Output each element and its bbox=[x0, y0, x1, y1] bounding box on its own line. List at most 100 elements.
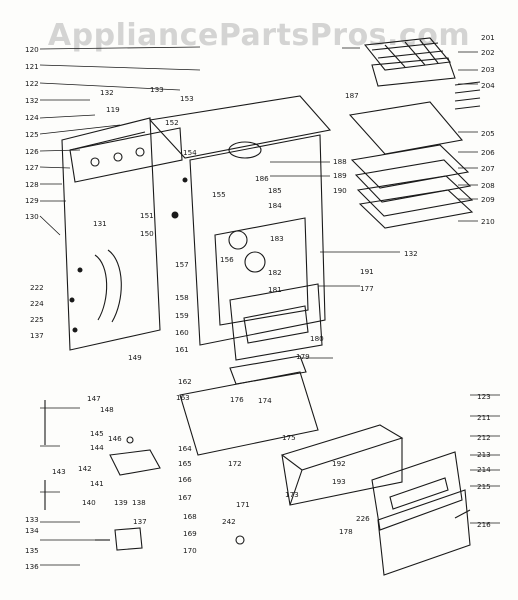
label-125: 125 bbox=[25, 130, 39, 139]
label-170: 170 bbox=[183, 546, 197, 555]
label-164: 164 bbox=[178, 444, 192, 453]
label-152: 152 bbox=[165, 118, 179, 127]
label-215: 215 bbox=[477, 482, 491, 491]
label-138: 138 bbox=[132, 498, 146, 507]
label-190: 190 bbox=[333, 186, 347, 195]
label-216: 216 bbox=[477, 520, 491, 529]
label-172: 172 bbox=[228, 459, 242, 468]
label-127: 127 bbox=[25, 163, 39, 172]
label-176: 176 bbox=[230, 395, 244, 404]
label-133-top: 133 bbox=[150, 85, 164, 94]
label-222: 222 bbox=[30, 283, 44, 292]
label-142: 142 bbox=[78, 464, 92, 473]
label-214: 214 bbox=[477, 465, 491, 474]
label-155: 155 bbox=[212, 190, 226, 199]
label-204: 204 bbox=[481, 81, 495, 90]
label-185: 185 bbox=[268, 186, 282, 195]
leader-lines bbox=[39, 46, 500, 566]
label-160: 160 bbox=[175, 328, 189, 337]
label-145: 145 bbox=[90, 429, 104, 438]
label-141: 141 bbox=[90, 479, 104, 488]
oven-racks bbox=[348, 37, 481, 229]
label-132-right: 132 bbox=[404, 249, 418, 258]
label-132: 132 bbox=[25, 96, 39, 105]
label-163: 163 bbox=[176, 393, 190, 402]
label-180: 180 bbox=[310, 334, 324, 343]
label-224: 224 bbox=[30, 299, 44, 308]
label-205: 205 bbox=[481, 129, 495, 138]
label-121: 121 bbox=[25, 62, 39, 71]
label-158: 158 bbox=[175, 293, 189, 302]
label-147: 147 bbox=[87, 394, 101, 403]
label-212: 212 bbox=[477, 433, 491, 442]
label-161: 161 bbox=[175, 345, 189, 354]
label-173: 173 bbox=[285, 490, 299, 499]
label-177: 177 bbox=[360, 284, 374, 293]
label-154: 154 bbox=[183, 148, 197, 157]
label-134: 134 bbox=[25, 526, 39, 535]
label-201: 201 bbox=[481, 33, 495, 42]
label-168: 168 bbox=[183, 512, 197, 521]
label-124: 124 bbox=[25, 113, 39, 122]
label-143: 143 bbox=[52, 467, 66, 476]
label-167: 167 bbox=[178, 493, 192, 502]
label-153: 153 bbox=[180, 94, 194, 103]
label-126: 126 bbox=[25, 147, 39, 156]
label-189: 189 bbox=[333, 171, 347, 180]
label-211: 211 bbox=[477, 413, 491, 422]
label-171: 171 bbox=[236, 500, 250, 509]
label-186: 186 bbox=[255, 174, 269, 183]
label-122: 122 bbox=[25, 79, 39, 88]
label-213: 213 bbox=[477, 450, 491, 459]
label-188: 188 bbox=[333, 157, 347, 166]
label-209: 209 bbox=[481, 195, 495, 204]
label-183: 183 bbox=[270, 234, 284, 243]
label-144: 144 bbox=[90, 443, 104, 452]
label-202: 202 bbox=[481, 48, 495, 57]
label-182: 182 bbox=[268, 268, 282, 277]
label-157: 157 bbox=[175, 260, 189, 269]
label-131: 131 bbox=[93, 219, 107, 228]
label-206: 206 bbox=[481, 148, 495, 157]
label-175: 175 bbox=[282, 433, 296, 442]
label-162: 162 bbox=[178, 377, 192, 386]
label-187: 187 bbox=[345, 91, 359, 100]
label-130: 130 bbox=[25, 212, 39, 221]
label-146: 146 bbox=[108, 434, 122, 443]
label-120: 120 bbox=[25, 45, 39, 54]
label-179: 179 bbox=[296, 352, 310, 361]
label-191: 191 bbox=[360, 267, 374, 276]
label-128: 128 bbox=[25, 180, 39, 189]
label-136: 136 bbox=[25, 562, 39, 571]
label-149: 149 bbox=[128, 353, 142, 362]
label-150: 150 bbox=[140, 229, 154, 238]
label-148: 148 bbox=[100, 405, 114, 414]
part-labels: 120 121 122 132 124 125 126 127 128 129 … bbox=[25, 33, 495, 571]
label-174: 174 bbox=[258, 396, 272, 405]
label-123: 123 bbox=[477, 392, 491, 401]
label-137-left: 137 bbox=[30, 331, 44, 340]
label-192: 192 bbox=[332, 459, 346, 468]
label-210: 210 bbox=[481, 217, 495, 226]
label-242: 242 bbox=[222, 517, 236, 526]
label-156: 156 bbox=[220, 255, 234, 264]
label-140: 140 bbox=[82, 498, 96, 507]
label-133-bottom: 133 bbox=[25, 515, 39, 524]
label-184: 184 bbox=[268, 201, 282, 210]
label-139: 139 bbox=[114, 498, 128, 507]
label-129: 129 bbox=[25, 196, 39, 205]
label-151: 151 bbox=[140, 211, 154, 220]
label-207: 207 bbox=[481, 164, 495, 173]
label-208: 208 bbox=[481, 181, 495, 190]
label-178: 178 bbox=[339, 527, 353, 536]
label-166: 166 bbox=[178, 475, 192, 484]
label-169: 169 bbox=[183, 529, 197, 538]
label-137-bottom: 137 bbox=[133, 517, 147, 526]
label-132b: 132 bbox=[100, 88, 114, 97]
label-159: 159 bbox=[175, 311, 189, 320]
drawer-assembly bbox=[280, 424, 471, 576]
range-body bbox=[44, 95, 332, 551]
label-165: 165 bbox=[178, 459, 192, 468]
